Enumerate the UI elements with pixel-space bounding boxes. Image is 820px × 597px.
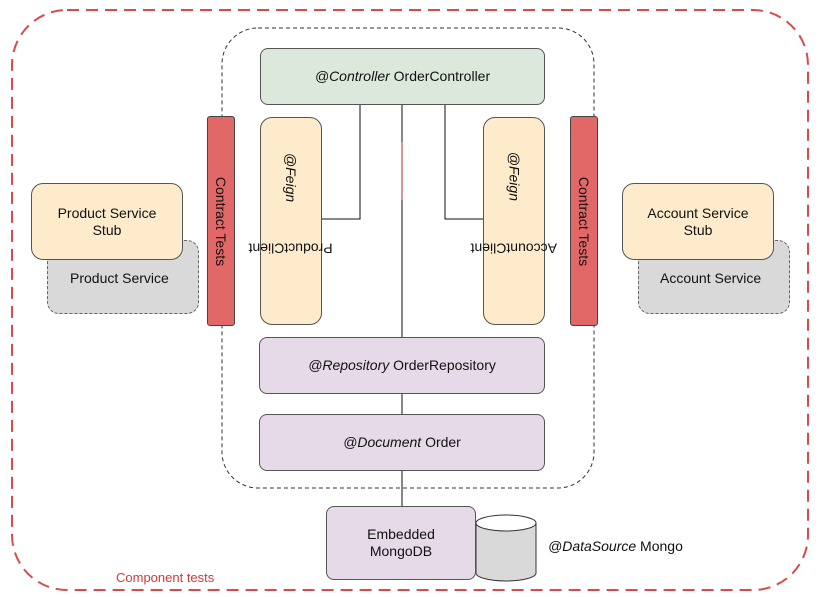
datasource-label: @DataSource Mongo: [548, 538, 683, 554]
product-service-label: Product Service: [70, 270, 169, 286]
account-service-stub-label: Account Service Stub: [647, 204, 749, 238]
embedded-mongodb-box: Embedded MongoDB: [326, 506, 476, 580]
repository-name: OrderRepository: [393, 357, 496, 373]
product-service-stub-box: Product Service Stub: [31, 183, 183, 260]
product-client-name: ProductClient: [248, 240, 334, 257]
contract-tests-left: Contract Tests: [207, 116, 235, 326]
embedded-mongodb-label: Embedded MongoDB: [367, 526, 435, 559]
order-repository-box: @Repository OrderRepository: [259, 337, 545, 394]
database-icon: [475, 514, 537, 582]
document-name: Order: [425, 434, 461, 450]
connector-controller-productclient: [322, 104, 361, 220]
account-service-stub-box: Account Service Stub: [622, 183, 774, 260]
contract-tests-right: Contract Tests: [570, 116, 598, 326]
product-service-stub-label: Product Service Stub: [57, 204, 157, 238]
repository-annotation: @Repository: [308, 357, 390, 373]
account-client-box: @Feign AccountClient: [471, 117, 557, 325]
controller-name: OrderController: [393, 68, 491, 84]
datasource-name: Mongo: [640, 538, 683, 554]
product-client-annotation: @Feign: [283, 152, 300, 202]
order-controller-box: @Controller OrderController: [260, 48, 545, 105]
product-client-box: @Feign ProductClient: [249, 117, 333, 325]
datasource-annotation: @DataSource: [548, 538, 637, 554]
connector-controller-accountclient: [444, 104, 484, 220]
account-client-annotation: @Feign: [506, 151, 523, 201]
account-client-name: AccountClient: [470, 240, 558, 257]
controller-annotation: @Controller: [314, 68, 390, 84]
account-service-label: Account Service: [660, 270, 762, 286]
component-tests-boundary: [11, 9, 809, 591]
document-annotation: @Document: [343, 434, 422, 450]
contract-tests-right-label: Contract Tests: [576, 176, 593, 266]
order-document-box: @Document Order: [259, 414, 545, 471]
contract-tests-left-label: Contract Tests: [213, 176, 230, 266]
component-tests-label: Component tests: [116, 570, 215, 585]
